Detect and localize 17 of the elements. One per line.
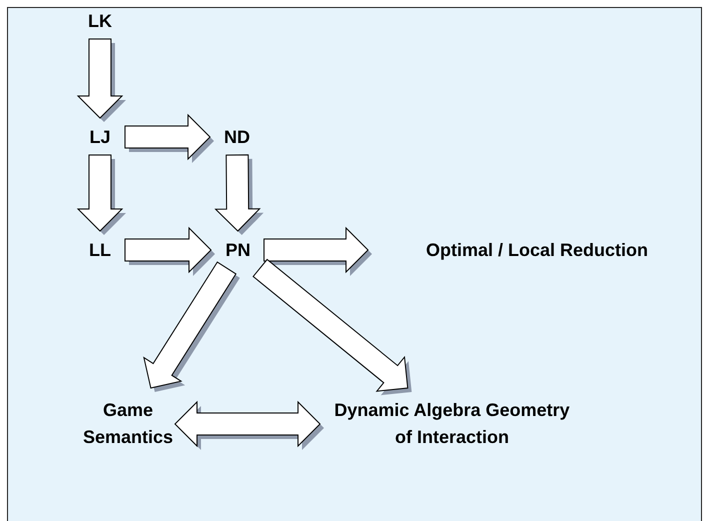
block-arrow: [124, 114, 214, 163]
node-label: LK: [88, 10, 112, 32]
node-label: ND: [224, 126, 250, 148]
node-label: PN: [225, 238, 250, 262]
node-label: Game Semantics: [82, 399, 174, 449]
node-label: LL: [89, 238, 111, 262]
node-label: LJ: [89, 126, 110, 148]
block-arrow: [174, 400, 324, 450]
block-arrow: [214, 154, 264, 235]
block-arrow: [264, 226, 372, 276]
block-arrow: [76, 154, 126, 235]
block-arrow: [252, 258, 412, 396]
block-arrow: [76, 38, 126, 122]
node-label: Dynamic Algebra Geometry of Interaction: [333, 399, 571, 449]
block-arrow: [143, 261, 240, 392]
block-arrow: [124, 226, 215, 276]
node-label: Optimal / Local Reduction: [426, 238, 648, 262]
